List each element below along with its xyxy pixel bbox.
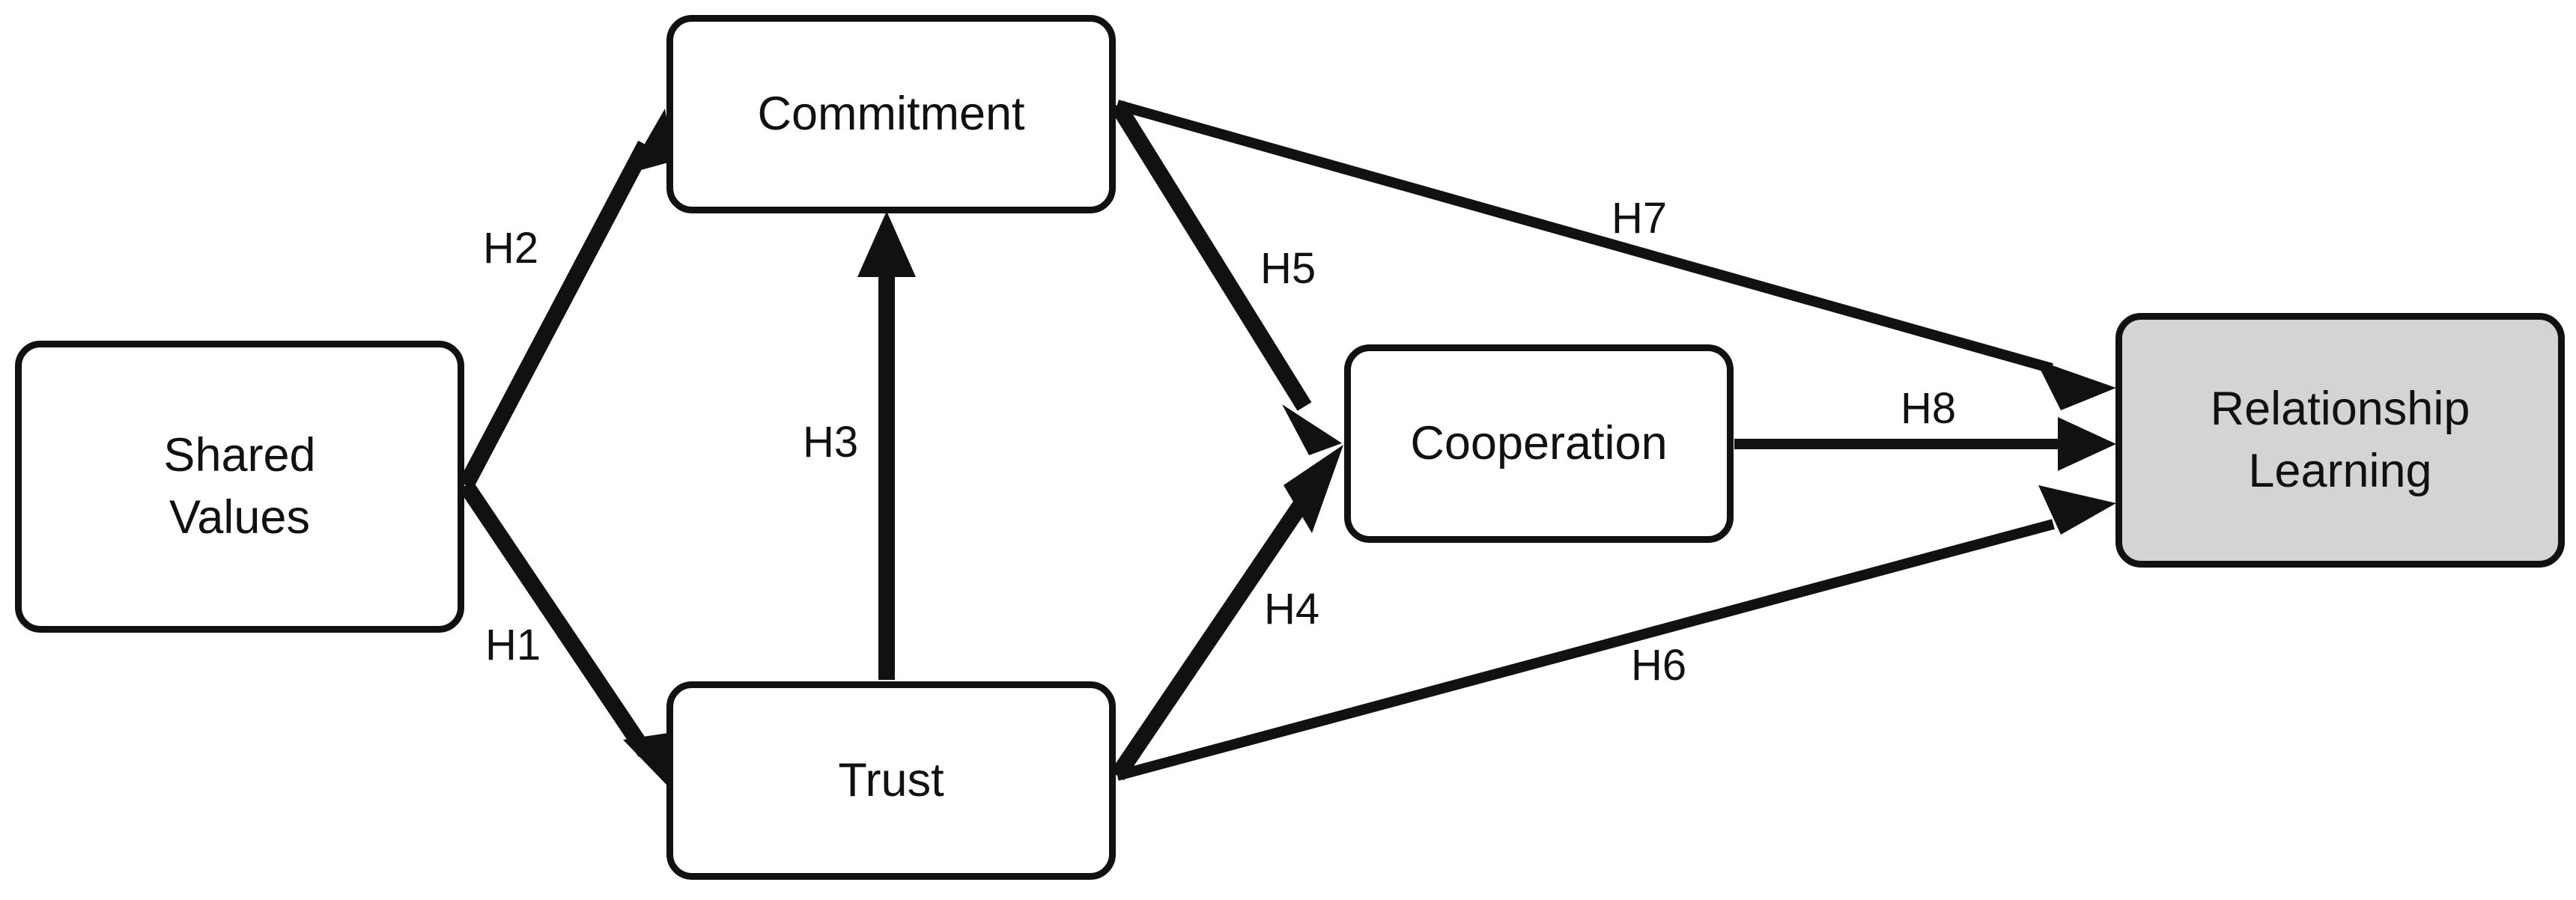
edge-h4 — [1110, 445, 1343, 781]
node-cooperation-label: Cooperation — [1410, 416, 1668, 469]
edge-h3 — [857, 211, 916, 680]
edge-label-h1: H1 — [485, 621, 541, 669]
edge-label-h3: H3 — [803, 418, 859, 466]
edge-label-h2: H2 — [483, 224, 539, 273]
edge-h8 — [1734, 417, 2116, 471]
edge-h6 — [1116, 485, 2116, 781]
edge-h2 — [458, 109, 674, 490]
node-commitment[interactable]: Commitment — [666, 15, 1116, 213]
node-commitment-label: Commitment — [757, 87, 1025, 140]
node-shared-values[interactable]: Shared Values — [15, 341, 464, 633]
edge-label-h7: H7 — [1611, 194, 1668, 243]
edge-h7 — [1116, 100, 2116, 410]
edge-h1 — [458, 480, 672, 785]
node-shared-values-label: Shared Values — [163, 428, 316, 544]
node-trust-label: Trust — [838, 753, 944, 806]
node-relationship-learning-label: Relationship Learning — [2210, 382, 2470, 497]
edge-label-h4: H4 — [1264, 585, 1320, 633]
edge-label-h5: H5 — [1260, 244, 1316, 293]
edge-label-h8: H8 — [1901, 384, 1957, 433]
node-trust[interactable]: Trust — [666, 681, 1116, 880]
edge-label-h6: H6 — [1631, 641, 1687, 690]
edge-h5 — [1110, 100, 1342, 455]
node-cooperation[interactable]: Cooperation — [1344, 344, 1734, 543]
node-relationship-learning[interactable]: Relationship Learning — [2115, 313, 2565, 568]
